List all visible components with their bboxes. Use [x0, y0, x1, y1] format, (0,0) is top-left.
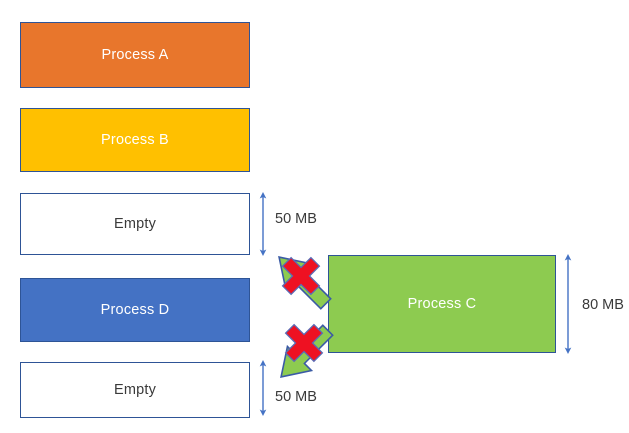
forbidden-x-icon-lower	[281, 320, 327, 366]
memory-block-process-d: Process D	[20, 278, 250, 342]
memory-block-empty-upper: Empty	[20, 193, 250, 255]
dimension-label-incoming-block: 80 MB	[582, 297, 624, 313]
memory-block-label: Process A	[101, 46, 169, 63]
memory-block-process-a: Process A	[20, 22, 250, 88]
dimension-line-upper-empty	[256, 190, 270, 260]
dimension-label-lower-empty: 50 MB	[275, 389, 317, 405]
dimension-label-upper-empty: 50 MB	[275, 211, 317, 227]
memory-block-empty-lower: Empty	[20, 362, 250, 418]
memory-block-label: Process D	[100, 301, 170, 318]
dimension-line-lower-empty	[256, 358, 270, 420]
forbidden-x-icon-upper	[278, 253, 324, 299]
incoming-block-process-c: Process C	[328, 255, 556, 353]
memory-block-label: Empty	[113, 215, 157, 232]
dimension-line-incoming-block	[561, 252, 575, 358]
memory-block-label: Process B	[101, 131, 169, 148]
incoming-block-label: Process C	[407, 295, 477, 312]
memory-block-process-b: Process B	[20, 108, 250, 172]
memory-block-label: Empty	[113, 381, 157, 398]
